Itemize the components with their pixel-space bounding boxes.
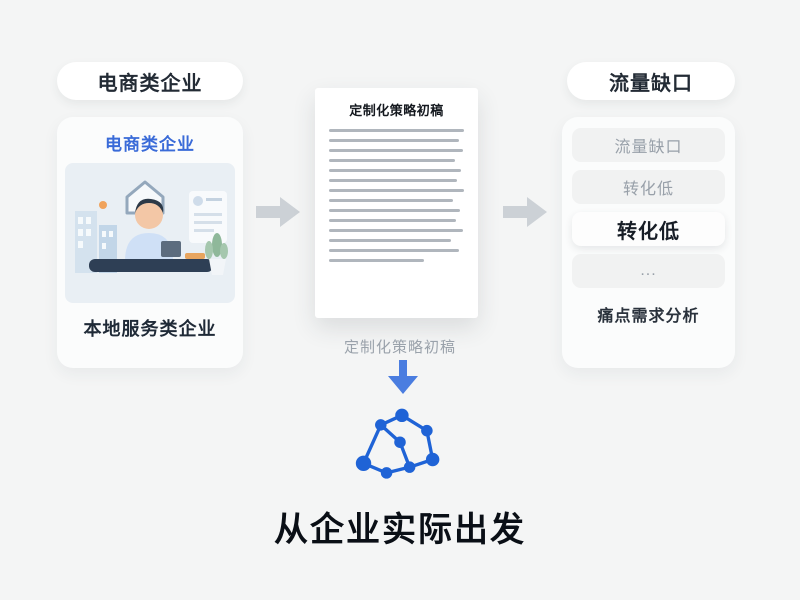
list-item-label: ... [640,262,657,279]
list-item-traffic-gap: 流量缺口 [572,128,725,162]
left-card-caption: 本地服务类企业 [83,319,217,339]
office-worker-illustration [65,163,235,303]
document-caption: 定制化策略初稿 [343,339,456,356]
network-graph-icon [352,402,448,492]
right-arrow-icon-2 [503,197,547,227]
right-pill: 流量缺口 [567,62,735,100]
list-item-low-conversion-highlight: 转化低 [572,212,725,246]
left-card: 电商类企业 [57,117,243,368]
right-card-caption: 痛点需求分析 [597,308,700,325]
list-item-label: 转化低 [617,220,680,243]
left-card-title: 电商类企业 [105,135,195,154]
list-item-low-conversion: 转化低 [572,170,725,204]
right-card: 流量缺口 转化低 转化低 ... 痛点需求分析 [562,117,735,368]
office-worker-illustration-svg [65,163,235,303]
document-title: 定制化策略初稿 [349,103,444,118]
down-arrow-icon [388,360,418,396]
list-item-ellipsis: ... [572,254,725,288]
right-pill-label: 流量缺口 [609,72,693,95]
document-body-lines [329,129,464,262]
list-item-label: 转化低 [622,181,674,198]
left-pill-label: 电商类企业 [97,72,203,95]
strategy-document: 定制化策略初稿 [315,88,478,318]
left-pill: 电商类企业 [57,62,243,100]
list-item-label: 流量缺口 [614,139,683,156]
right-arrow-icon [256,197,300,227]
headline: 从企业实际出发 [274,511,526,549]
